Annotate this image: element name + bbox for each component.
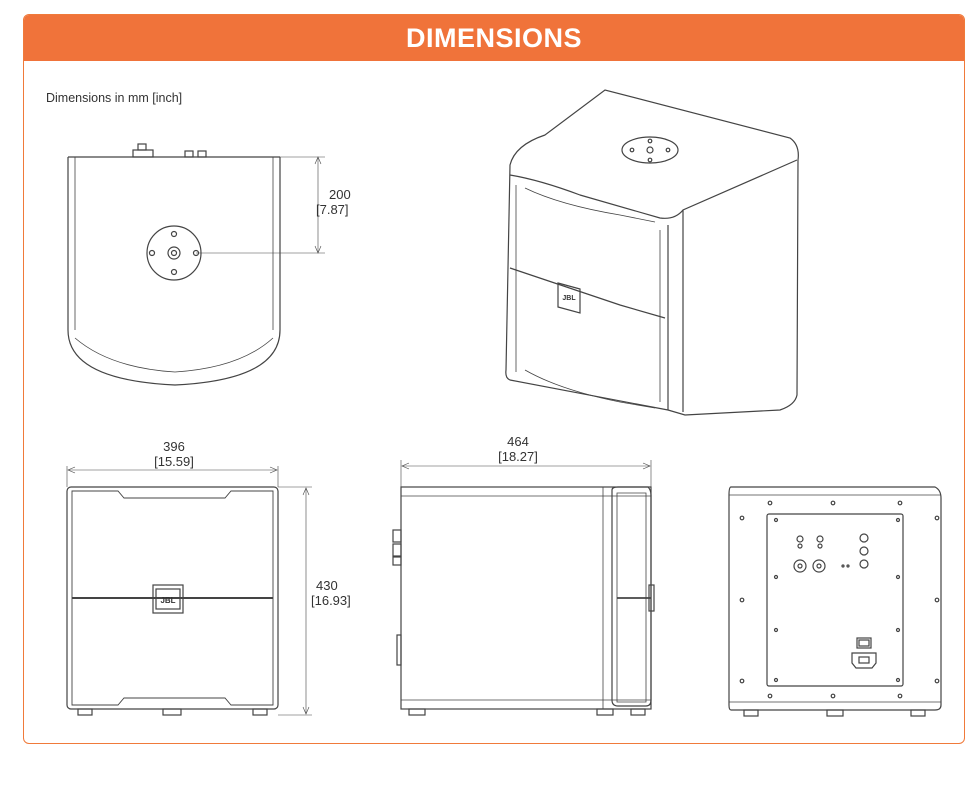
perspective-badge-logo: JBL [562,295,576,302]
side-depth-inch-label: [18.27] [498,449,538,464]
perspective-view [505,89,799,416]
front-width-inch-label: [15.59] [154,454,194,469]
top-depth-mm-label: 200 [329,187,351,202]
front-badge-logo: JBL [160,596,175,605]
front-height-mm-label: 430 [316,578,338,593]
rear-view [728,486,942,717]
side-depth-mm-label: 464 [507,434,529,449]
front-view [66,466,312,716]
front-height-inch-label: [16.93] [311,593,351,608]
front-width-mm-label: 396 [163,439,185,454]
header-banner: DIMENSIONS [24,15,964,61]
top-view [67,143,325,386]
units-note: Dimensions in mm [inch] [46,91,183,105]
top-depth-inch-label: [7.87] [316,202,349,217]
dimensions-panel: DIMENSIONS Dimensions in mm [inch] [23,14,965,744]
page-title: DIMENSIONS [405,22,583,53]
side-view [392,460,655,716]
